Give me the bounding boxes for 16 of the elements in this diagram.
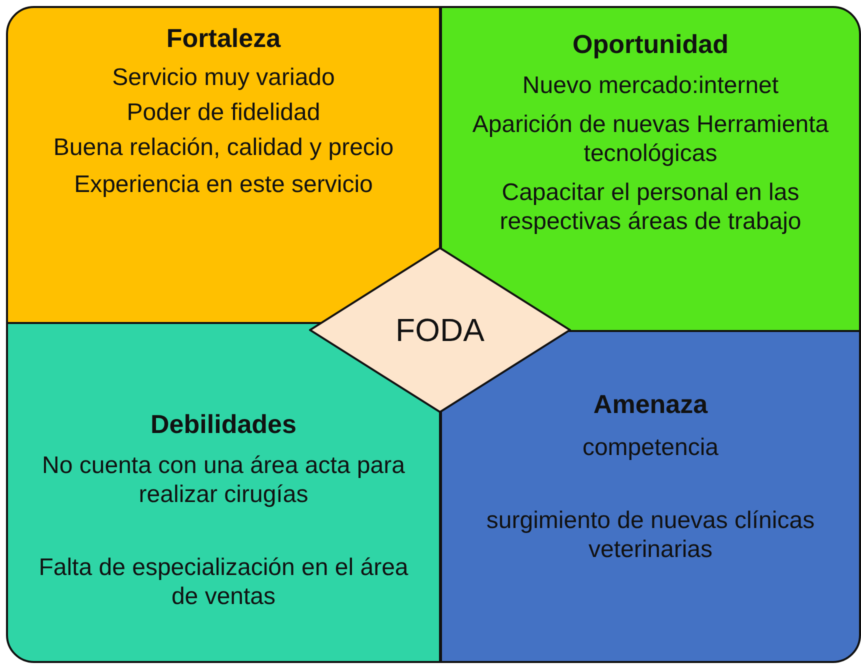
quadrant-item: Servicio muy variado	[112, 63, 335, 92]
quadrant-item: No cuenta con una área acta para realizar cirugías	[41, 451, 406, 509]
center-label: FODA	[394, 311, 486, 349]
quadrant-item: Nuevo mercado:internet	[522, 71, 779, 100]
quadrant-item: Poder de fidelidad	[126, 98, 320, 127]
quadrant-heading: Fortaleza	[166, 24, 281, 53]
quadrant-item: Capacitar el personal en las respectivas áreas de trabajo	[498, 178, 802, 236]
quadrant-item: Buena relación, calidad y precio	[53, 133, 394, 162]
quadrant-item: Aparición de nuevas Herramienta tecnológicas	[471, 110, 830, 168]
quadrant-item: Experiencia en este servicio	[74, 170, 373, 199]
quadrant-item: Falta de especialización en el área de ventas	[38, 553, 410, 611]
quadrant-heading: Amenaza	[593, 390, 708, 419]
quadrant-item: competencia	[582, 433, 719, 462]
quadrant-heading: Debilidades	[150, 410, 296, 439]
quadrant-item: surgimiento de nuevas clínicas veterinarias	[485, 506, 816, 564]
quadrant-heading: Oportunidad	[572, 30, 728, 59]
